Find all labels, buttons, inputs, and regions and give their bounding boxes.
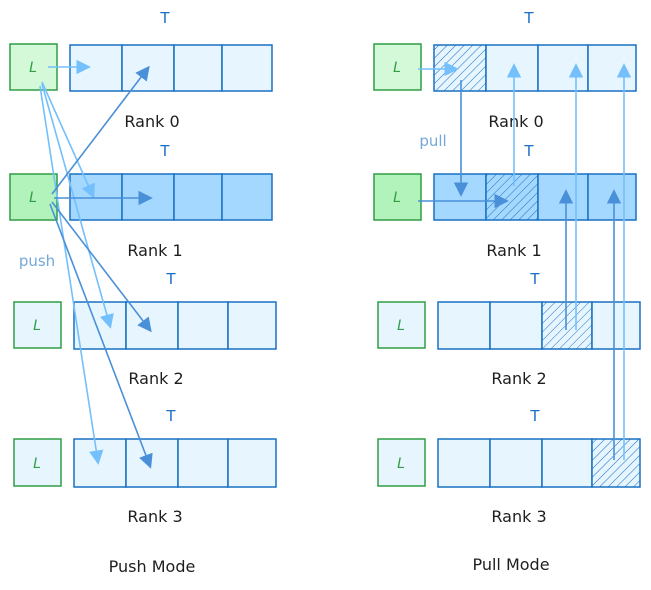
tensor-row — [73, 438, 277, 488]
rank-label: Rank 2 — [491, 369, 546, 388]
tensor-row — [73, 301, 277, 350]
pull-rank-2: T L Rank 2 — [377, 270, 641, 388]
tensor-cell — [537, 44, 589, 92]
tensor-cell — [587, 44, 637, 92]
tensor-row — [437, 438, 641, 488]
tensor-row — [69, 173, 273, 221]
push-arrow — [39, 85, 104, 465]
l-label: L — [393, 190, 401, 206]
local-box — [9, 173, 58, 221]
pull-note: pull — [419, 132, 446, 150]
pull-mode-title: Pull Mode — [472, 555, 549, 574]
l-label: L — [29, 190, 37, 206]
pull-rank-3: T L Rank 3 — [377, 407, 641, 526]
local-box — [373, 173, 422, 221]
local-box — [13, 438, 62, 487]
tensor-cell — [69, 44, 123, 92]
push-rank-3: T L Rank 3 — [13, 407, 277, 526]
push-rank-0: T L Rank 0 — [9, 9, 273, 131]
t-label: T — [529, 270, 540, 288]
tensor-row — [433, 173, 637, 221]
tensor-cell — [587, 173, 637, 221]
pull-rank-1: T L Rank 1 — [373, 142, 637, 260]
tensor-cell — [227, 438, 277, 488]
tensor-cell — [73, 301, 127, 350]
local-box — [377, 438, 426, 487]
tensor-cell-hatched — [433, 44, 487, 92]
t-label: T — [165, 407, 176, 425]
tensor-cell — [537, 173, 589, 221]
tensor-cell — [485, 44, 539, 92]
rank-label: Rank 2 — [128, 369, 183, 388]
tensor-row — [69, 44, 273, 92]
tensor-cell — [433, 173, 487, 221]
pull-arrows — [418, 61, 632, 460]
l-label: L — [397, 456, 405, 472]
tensor-cell — [121, 173, 175, 221]
tensor-cell — [227, 301, 277, 350]
tensor-cell — [437, 301, 491, 350]
tensor-cell — [177, 438, 229, 488]
tensor-cell — [221, 44, 273, 92]
push-note: push — [19, 252, 55, 270]
t-label: T — [165, 270, 176, 288]
tensor-row — [433, 44, 637, 92]
push-arrow — [41, 83, 114, 329]
l-label: L — [397, 318, 405, 334]
tensor-cell — [489, 438, 543, 488]
push-arrow — [51, 201, 152, 333]
t-label: T — [529, 407, 540, 425]
l-label: L — [33, 318, 41, 334]
tensor-cell — [437, 438, 491, 488]
tensor-cell-hatched — [485, 173, 539, 221]
l-label: L — [393, 60, 401, 76]
tensor-cell — [173, 173, 223, 221]
rank-label: Rank 1 — [486, 241, 541, 260]
tensor-cell — [221, 173, 273, 221]
t-label: T — [159, 9, 170, 27]
pull-rank-0: T L Rank 0 — [373, 9, 637, 131]
tensor-cell-hatched — [591, 438, 641, 488]
tensor-cell — [489, 301, 543, 350]
rank-label: Rank 0 — [488, 112, 543, 131]
tensor-cell — [173, 44, 223, 92]
t-label: T — [523, 142, 534, 160]
push-rank-1: T L Rank 1 — [9, 142, 273, 260]
push-mode-panel: T L Rank 0 T L Rank 1 — [9, 9, 277, 576]
push-arrow — [51, 65, 150, 195]
rank-label: Rank 3 — [127, 507, 182, 526]
push-rank-2: T L Rank 2 — [13, 270, 277, 388]
local-box — [377, 301, 426, 349]
pull-mode-panel: T L Rank 0 T L Rank 1 — [373, 9, 641, 574]
tensor-row — [437, 301, 641, 350]
l-label: L — [29, 60, 37, 76]
l-label: L — [33, 456, 41, 472]
push-arrows — [39, 59, 153, 469]
tensor-cell — [177, 301, 229, 350]
push-mode-title: Push Mode — [109, 557, 196, 576]
t-label: T — [159, 142, 170, 160]
push-arrow — [49, 203, 153, 469]
tensor-cell — [541, 438, 593, 488]
rank-label: Rank 0 — [124, 112, 179, 131]
tensor-cell — [73, 438, 127, 488]
rank-label: Rank 3 — [491, 507, 546, 526]
t-label: T — [523, 9, 534, 27]
push-arrow — [41, 81, 95, 199]
rank-label: Rank 1 — [127, 241, 182, 260]
local-box — [13, 301, 62, 349]
tensor-cell-hatched — [541, 301, 593, 350]
local-box — [373, 43, 422, 91]
tensor-cell — [591, 301, 641, 350]
tensor-cell — [125, 438, 179, 488]
